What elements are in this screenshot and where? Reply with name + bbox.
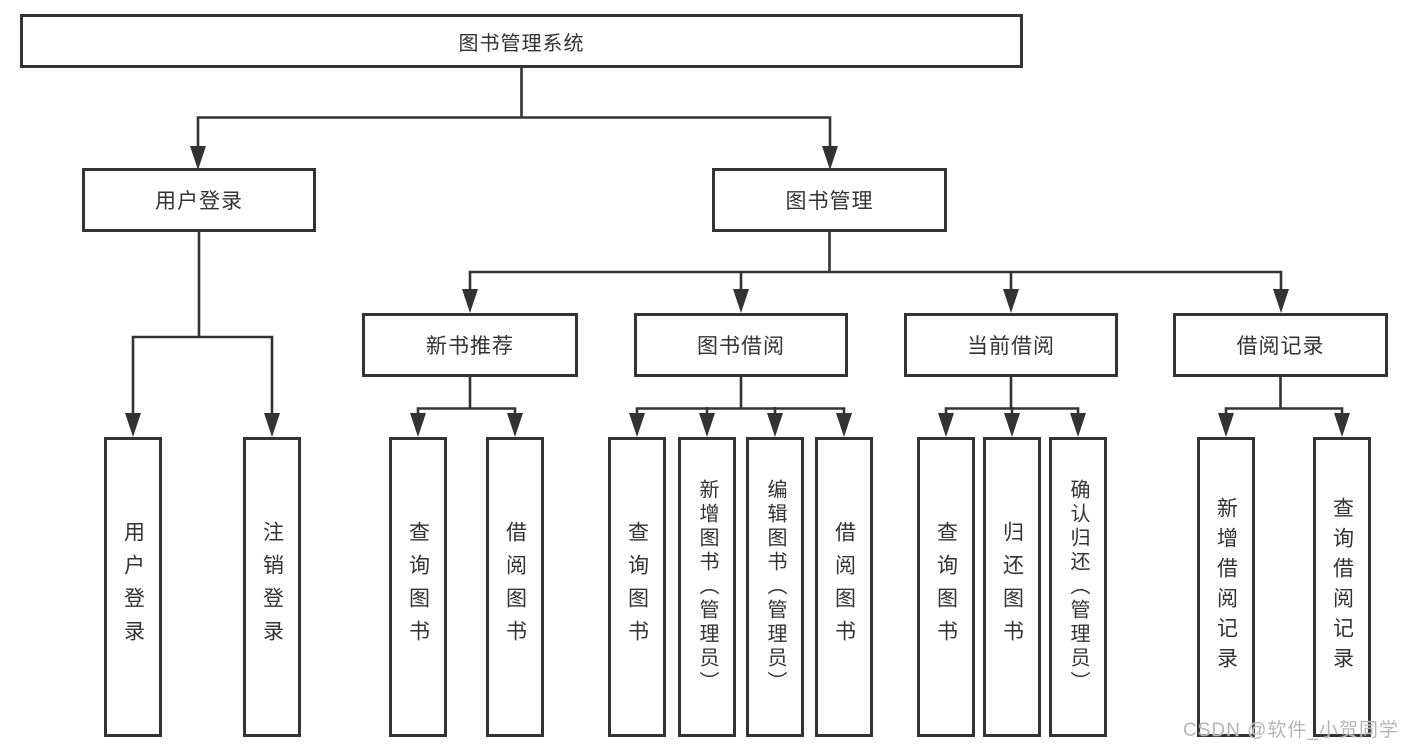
node-label: 用户登录 [155, 190, 243, 213]
leaf-return-books: 归还图书 [983, 437, 1041, 737]
node-label: 借阅记录 [1236, 335, 1325, 358]
leaf-edit-books-admin: 编辑图书（管理员） [746, 437, 804, 737]
node-current-borrow: 当前借阅 [904, 313, 1118, 377]
leaf-add-books-admin: 新增图书（管理员） [678, 437, 736, 737]
node-user-login: 用户登录 [82, 168, 316, 232]
arrowhead-icon [264, 413, 280, 437]
node-label: 查询图书 [934, 521, 958, 653]
connector-book-borrow [629, 376, 852, 437]
node-label: 用户登录 [121, 521, 145, 653]
node-label: 图书借阅 [697, 335, 785, 358]
node-label: 归还图书 [1000, 521, 1024, 653]
node-label: 查询借阅记录 [1330, 497, 1354, 677]
connector [1224, 407, 1344, 415]
leaf-add-borrow-record: 新增借阅记录 [1197, 437, 1255, 737]
arrowhead-icon [767, 413, 783, 437]
node-label: 新增图书（管理员） [696, 479, 718, 695]
arrowhead-icon [410, 413, 426, 437]
connector-borrow-records [1218, 376, 1350, 437]
arrowhead-icon [629, 413, 645, 437]
arrowhead-icon [733, 289, 749, 313]
arrowhead-icon [190, 146, 206, 170]
arrowhead-icon [462, 289, 478, 313]
node-label: 注销登录 [260, 521, 284, 653]
node-book-borrow: 图书借阅 [634, 313, 848, 377]
leaf-borrow-books: 借阅图书 [815, 437, 873, 737]
connector [131, 335, 274, 416]
connector [196, 116, 832, 150]
leaf-query-books-borrow: 查询图书 [608, 437, 666, 737]
leaf-query-borrow-record: 查询借阅记录 [1313, 437, 1371, 737]
node-borrow-records: 借阅记录 [1173, 313, 1388, 377]
leaf-user-login: 用户登录 [104, 437, 162, 737]
arrowhead-icon [1070, 413, 1086, 437]
arrowhead-icon [1273, 289, 1289, 313]
arrowhead-icon [1218, 413, 1234, 437]
leaf-confirm-return-admin: 确认归还（管理员） [1049, 437, 1107, 737]
connector-root [190, 67, 838, 170]
node-system-root: 图书管理系统 [20, 14, 1023, 68]
node-label: 新书推荐 [426, 335, 514, 358]
node-label: 确认归还（管理员） [1067, 479, 1089, 695]
connector-new-book-recommend [410, 376, 523, 437]
arrowhead-icon [1003, 289, 1019, 313]
connector-user-login [125, 231, 280, 437]
node-label: 借阅图书 [832, 521, 856, 653]
leaf-query-books-recommend: 查询图书 [389, 437, 447, 737]
connector-current-borrow [938, 376, 1086, 437]
node-new-book-recommend: 新书推荐 [362, 313, 578, 377]
arrowhead-icon [836, 413, 852, 437]
node-label: 查询图书 [625, 521, 649, 653]
leaf-query-books-current: 查询图书 [917, 437, 975, 737]
node-label: 借阅图书 [503, 521, 527, 653]
node-label: 编辑图书（管理员） [764, 479, 786, 695]
arrowhead-icon [699, 413, 715, 437]
node-book-management: 图书管理 [712, 168, 947, 232]
node-label: 图书管理 [785, 190, 874, 213]
csdn-watermark: CSDN @软件_小贺同学 [1183, 720, 1399, 741]
connector [416, 407, 517, 415]
arrowhead-icon [125, 413, 141, 437]
node-label: 查询图书 [406, 521, 430, 653]
node-label: 图书管理系统 [458, 32, 585, 55]
arrowhead-icon [822, 146, 838, 170]
arrowhead-icon [938, 413, 954, 437]
connector [635, 407, 846, 415]
node-label: 当前借阅 [967, 335, 1055, 358]
leaf-logout: 注销登录 [243, 437, 301, 737]
arrowhead-icon [507, 413, 523, 437]
leaf-borrow-books-recommend: 借阅图书 [486, 437, 544, 737]
arrowhead-icon [1334, 413, 1350, 437]
connector-book-management [462, 231, 1289, 313]
connector [468, 270, 1283, 291]
node-label: 新增借阅记录 [1214, 497, 1238, 677]
arrowhead-icon [1004, 413, 1020, 437]
